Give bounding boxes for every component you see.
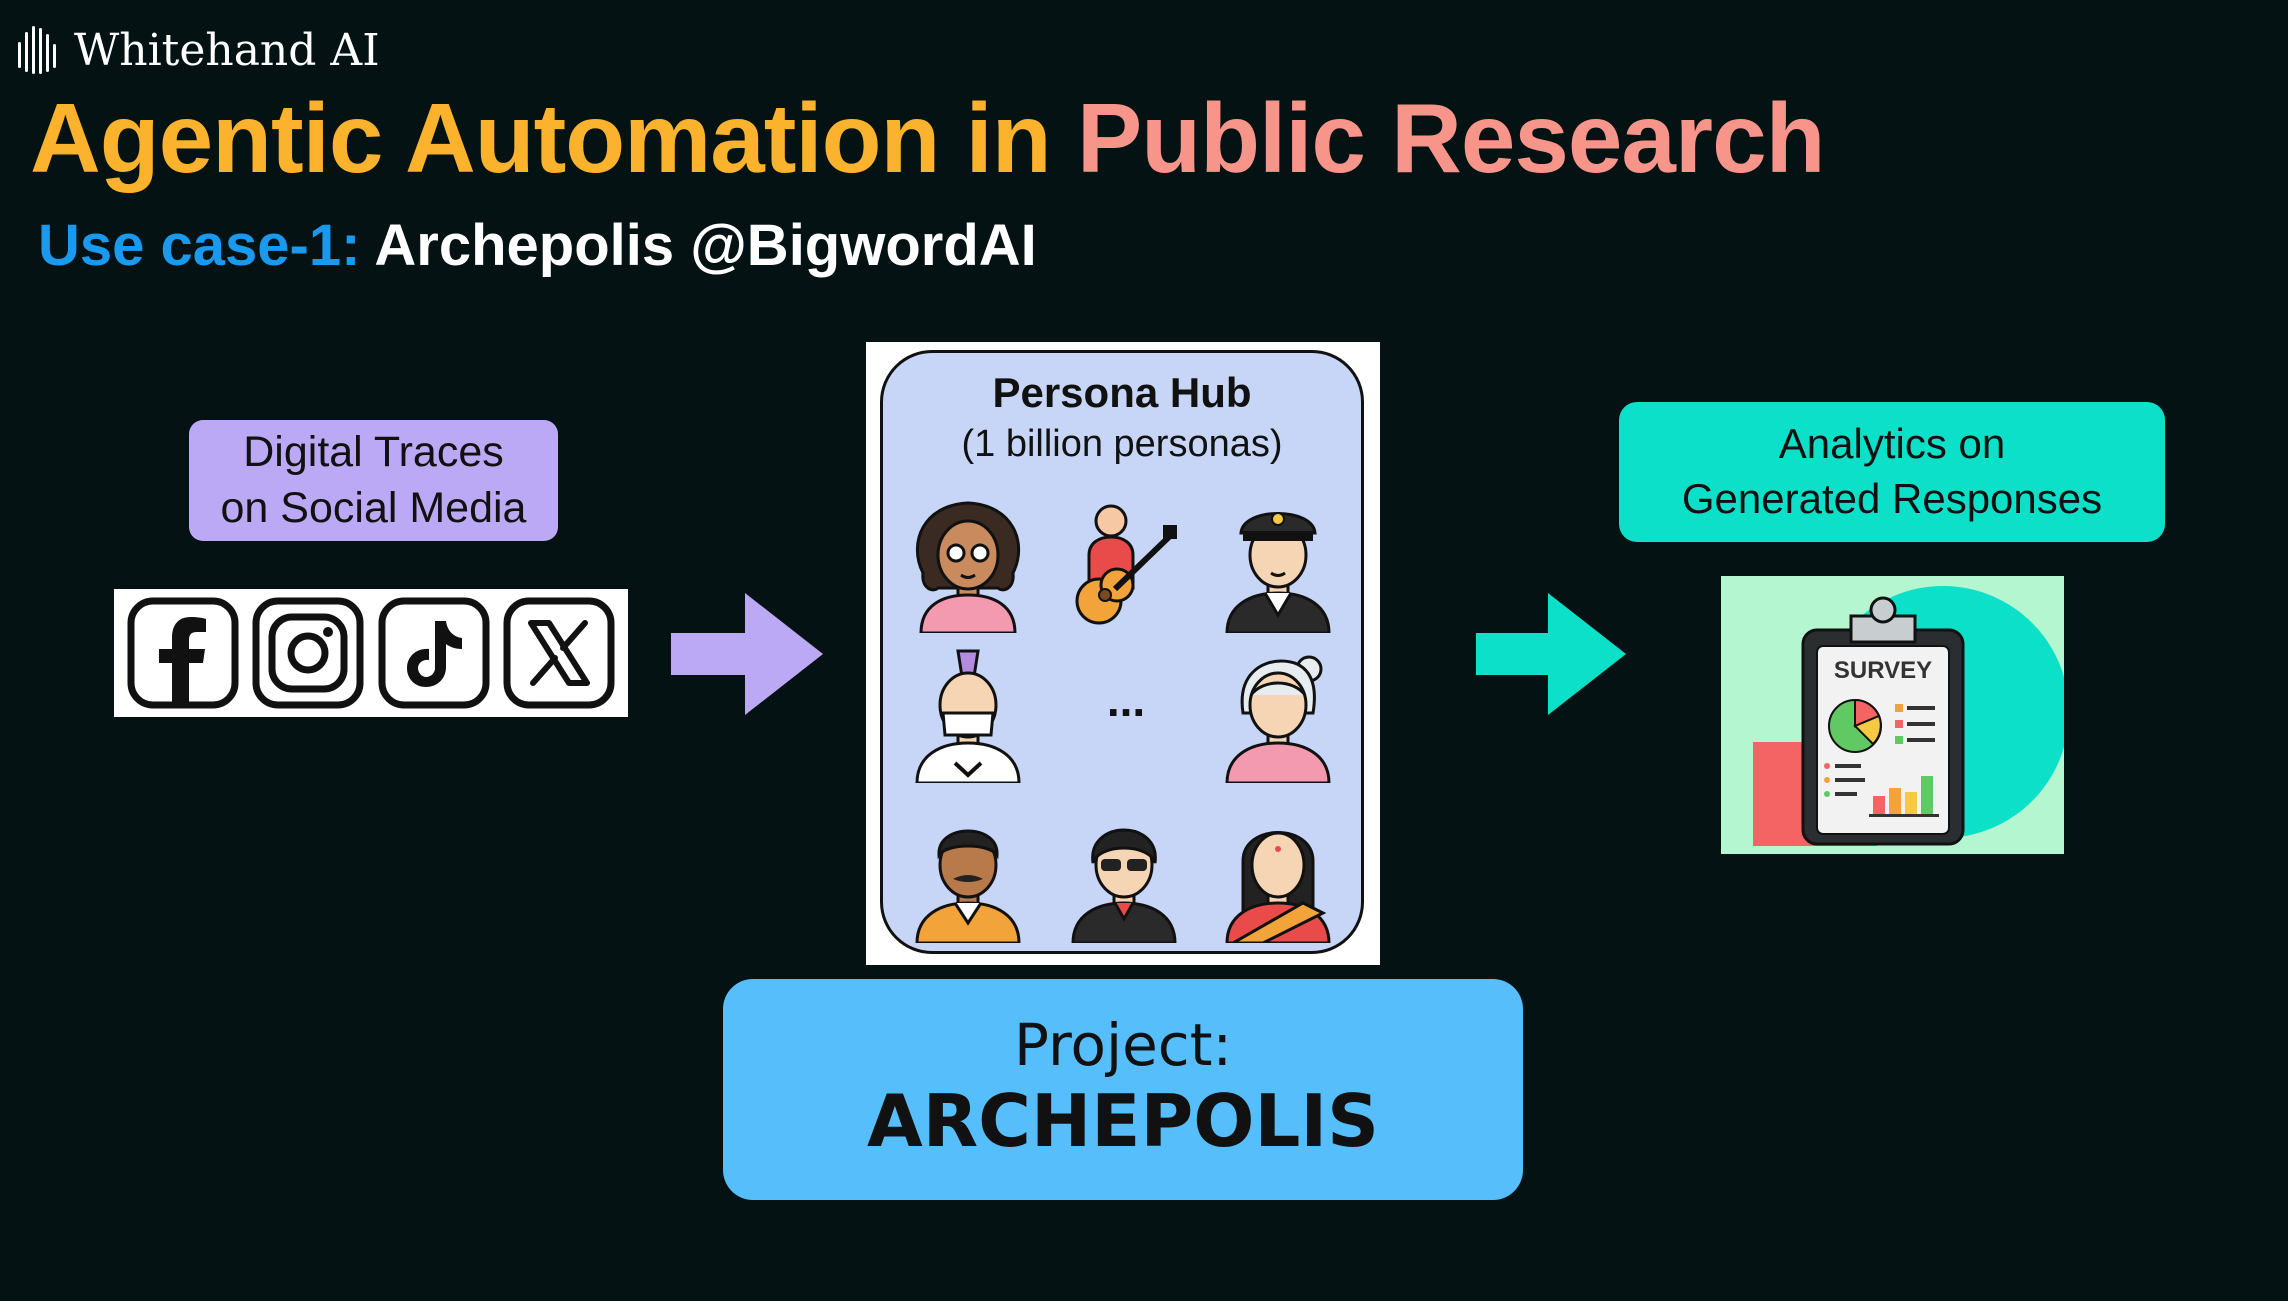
subtitle-text: Archepolis @BigwordAI: [360, 213, 1037, 278]
hub-ellipsis: ...: [1106, 674, 1146, 726]
social-media-icons: [114, 589, 628, 717]
subtitle-label: Use case-1:: [38, 213, 361, 278]
instagram-icon: [252, 597, 364, 709]
arrow-to-analytics: [1476, 593, 1626, 715]
persona-hub-card: Persona Hub (1 billion personas): [880, 350, 1364, 954]
analytics-line-1: Analytics on: [1778, 420, 2006, 468]
guitarist-avatar-icon: [1075, 504, 1177, 625]
analytics-line-2: Generated Responses: [1681, 475, 2103, 522]
digital-traces-box: Digital Traces on Social Media: [189, 420, 558, 541]
title-part-2: Public Research: [1076, 83, 1826, 193]
page-subtitle: Use case-1: Archepolis @BigwordAI: [38, 212, 1037, 279]
hub-subtitle: (1 billion personas): [961, 423, 1283, 465]
arrow-right-icon: [671, 593, 823, 715]
project-label: Project:: [1014, 1011, 1232, 1080]
sunglasses-man-avatar-icon: [1071, 828, 1177, 943]
tiktok-icon: [378, 597, 490, 709]
brand-name: Whitehand AI: [74, 24, 380, 76]
hub-title: Persona Hub: [992, 369, 1252, 416]
arrow-to-hub: [671, 593, 823, 715]
police-officer-avatar-icon: [1225, 512, 1331, 633]
analytics-box: Analytics on Generated Responses: [1619, 402, 2165, 542]
title-part-1: Agentic Automation in: [30, 83, 1077, 193]
brand: Whitehand AI: [16, 20, 380, 80]
project-box: Project: ARCHEPOLIS: [723, 979, 1523, 1200]
traces-line-1: Digital Traces: [243, 427, 504, 476]
elderly-woman-avatar-icon: [1225, 655, 1331, 783]
project-name: ARCHEPOLIS: [867, 1079, 1379, 1164]
arrow-right-icon: [1476, 593, 1626, 715]
facebook-icon: [127, 597, 239, 709]
survey-illustration: SURVEY: [1721, 576, 2064, 854]
woman-glasses-avatar-icon: [915, 501, 1021, 633]
hand-stripes-logo-icon: [18, 26, 56, 74]
woman-saree-avatar-icon: [1225, 831, 1331, 943]
mustache-man-avatar-icon: [915, 829, 1021, 943]
survey-clipboard-icon: SURVEY: [1753, 586, 2064, 846]
persona-hub-frame: Persona Hub (1 billion personas): [866, 342, 1380, 965]
survey-label: SURVEY: [1834, 657, 1932, 684]
traces-line-2: on Social Media: [220, 483, 527, 532]
page-title: Agentic Automation in Public Research: [30, 82, 1826, 195]
punk-masked-avatar-icon: [915, 649, 1021, 783]
x-icon: [503, 597, 615, 709]
